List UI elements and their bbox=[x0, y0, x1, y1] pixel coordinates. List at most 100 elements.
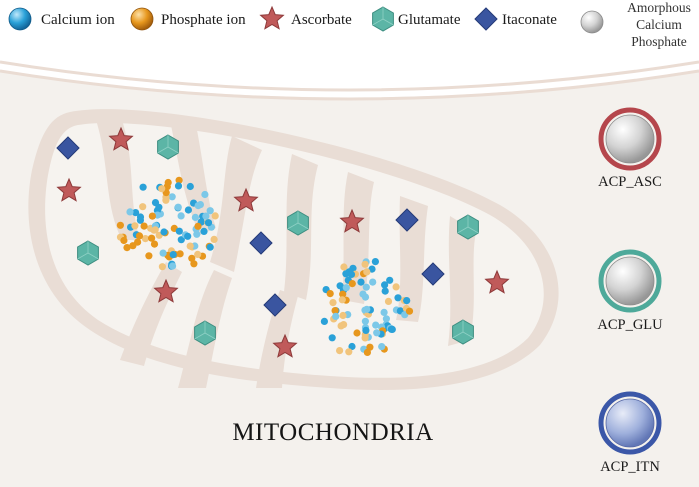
phosphate-ion-dot bbox=[176, 250, 184, 258]
phosphate-ion-dot bbox=[329, 299, 337, 307]
phosphate-ion-dot bbox=[348, 280, 356, 288]
phosphate-ion-dot bbox=[151, 226, 159, 234]
calcium-ion-dot bbox=[382, 315, 390, 323]
calcium-ion-dot bbox=[206, 243, 214, 251]
calcium-ion-dot bbox=[155, 203, 163, 211]
glutamate-hexagon-icon bbox=[457, 214, 479, 240]
calcium-ion-dot bbox=[184, 206, 192, 214]
legend-item-glutamate: Glutamate bbox=[372, 6, 461, 32]
calcium-ion-dot bbox=[204, 219, 213, 227]
calcium-ion-dot bbox=[342, 284, 350, 292]
calcium-ion-dot bbox=[200, 227, 208, 235]
phosphate-ion-dot bbox=[211, 212, 219, 220]
calcium-ion-dot bbox=[373, 329, 381, 337]
glutamate-hexagon-icon bbox=[77, 240, 99, 266]
calcium-ion-dot bbox=[357, 278, 365, 286]
ion-clusters bbox=[116, 176, 414, 356]
legend-label-glutamate: Glutamate bbox=[398, 12, 461, 28]
calcium-ion-dot bbox=[378, 343, 386, 351]
legend-label-ascorbate: Ascorbate bbox=[291, 12, 352, 28]
phosphate-ion-dot bbox=[190, 260, 198, 268]
phosphate-ion-dot bbox=[331, 307, 339, 315]
phosphate-ion-dot bbox=[135, 232, 144, 240]
itaconate-diamond-icon bbox=[395, 208, 419, 232]
phosphate-ion-dot bbox=[353, 329, 361, 337]
calcium-ion-dot bbox=[136, 216, 144, 224]
acp-itn-particle: ACP_ITN bbox=[598, 391, 662, 475]
legend-item-ascorbate: Ascorbate bbox=[259, 5, 352, 30]
phosphate-ion-dot bbox=[158, 263, 166, 271]
calcium-ion-dot bbox=[174, 182, 183, 190]
calcium-ion-dot bbox=[174, 203, 182, 211]
hexagon-icon bbox=[372, 6, 394, 32]
phosphate-ion-dot bbox=[148, 212, 156, 220]
calcium-ion-dot bbox=[371, 258, 379, 266]
calcium-ion-dot bbox=[168, 193, 176, 201]
phosphate-ion-dot bbox=[366, 343, 374, 351]
ascorbate-star-icon bbox=[153, 278, 179, 303]
glutamate-hexagon-icon bbox=[194, 320, 216, 346]
glutamate-hexagon-icon bbox=[287, 210, 309, 236]
phosphate-ion-dot bbox=[131, 222, 139, 230]
calcium-ion-dot bbox=[362, 283, 370, 291]
phosphate-ion-dot bbox=[148, 234, 156, 242]
itaconate-diamond-icon bbox=[249, 231, 273, 255]
calcium-ion-dot bbox=[380, 308, 388, 316]
ascorbate-star-icon bbox=[56, 177, 82, 202]
phosphate-ion-dot bbox=[361, 334, 369, 342]
calcium-ion-dot bbox=[328, 334, 336, 342]
phosphate-ion-dot bbox=[326, 290, 334, 298]
phosphate-ion-dot bbox=[405, 307, 414, 315]
calcium-ion-dot bbox=[381, 287, 389, 295]
calcium-ion-dot bbox=[202, 212, 210, 220]
legend-label-itaconate: Itaconate bbox=[502, 12, 557, 28]
calcium-ion-dot bbox=[362, 326, 370, 334]
itaconate-diamond-icon bbox=[56, 136, 80, 160]
itaconate-diamond-icon bbox=[421, 262, 445, 286]
molecules bbox=[56, 126, 510, 358]
ascorbate-star-icon bbox=[108, 126, 134, 151]
calcium-ion-dot bbox=[386, 276, 394, 284]
legend-label-acp-line1: Amorphous bbox=[627, 0, 691, 15]
acp-itn-core-icon bbox=[605, 398, 655, 448]
legend: Calcium ion Phosphate ion Ascorbate Glut… bbox=[8, 0, 691, 49]
calcium-ion-dot bbox=[361, 317, 369, 325]
calcium-ion-dot bbox=[169, 262, 177, 270]
legend-label-phosphate: Phosphate ion bbox=[161, 12, 246, 28]
phosphate-ion-dot bbox=[175, 176, 183, 184]
phosphate-ion-dot bbox=[116, 221, 124, 229]
phosphate-ion-dot bbox=[392, 283, 400, 291]
phosphate-ion-dot bbox=[339, 311, 347, 320]
calcium-ion-dot bbox=[361, 293, 370, 301]
ascorbate-star-icon bbox=[272, 333, 298, 358]
phosphate-ion-dot bbox=[345, 348, 353, 356]
phosphate-ion-dot bbox=[336, 347, 344, 355]
calcium-ion-dot bbox=[169, 251, 177, 259]
phosphate-ion-dot bbox=[123, 244, 131, 252]
phosphate-ion-dot bbox=[139, 203, 147, 211]
calcium-ion-dot bbox=[372, 321, 380, 329]
glutamate-hexagon-icon bbox=[452, 319, 474, 345]
calcium-ion-dot bbox=[196, 201, 204, 209]
calcium-ion-dot bbox=[332, 312, 340, 320]
calcium-ion-dot bbox=[177, 212, 185, 220]
phosphate-ion-dot bbox=[134, 238, 142, 246]
calcium-ion-dot bbox=[139, 183, 147, 191]
calcium-ion-dot bbox=[193, 230, 201, 238]
mitochondria-label: MITOCHONDRIA bbox=[232, 419, 433, 446]
phosphate-ion-dot bbox=[339, 290, 347, 298]
ascorbate-star-icon bbox=[233, 187, 259, 212]
acp-asc-core-icon bbox=[605, 114, 655, 164]
phosphate-ion-dot bbox=[337, 322, 345, 330]
calcium-ion-dot bbox=[177, 236, 185, 244]
phosphate-ion-dot bbox=[361, 260, 369, 268]
calcium-ion-dot bbox=[342, 270, 350, 278]
diamond-icon bbox=[474, 7, 498, 31]
calcium-ion-dot bbox=[175, 227, 183, 235]
acp-asc-ring bbox=[598, 107, 662, 171]
phosphate-ion-dot bbox=[188, 254, 196, 262]
legend-label-acp-line3: Phosphate bbox=[631, 34, 687, 49]
legend-item-calcium: Calcium ion bbox=[8, 7, 115, 31]
legend-item-acp: Amorphous Calcium Phosphate bbox=[580, 0, 691, 49]
